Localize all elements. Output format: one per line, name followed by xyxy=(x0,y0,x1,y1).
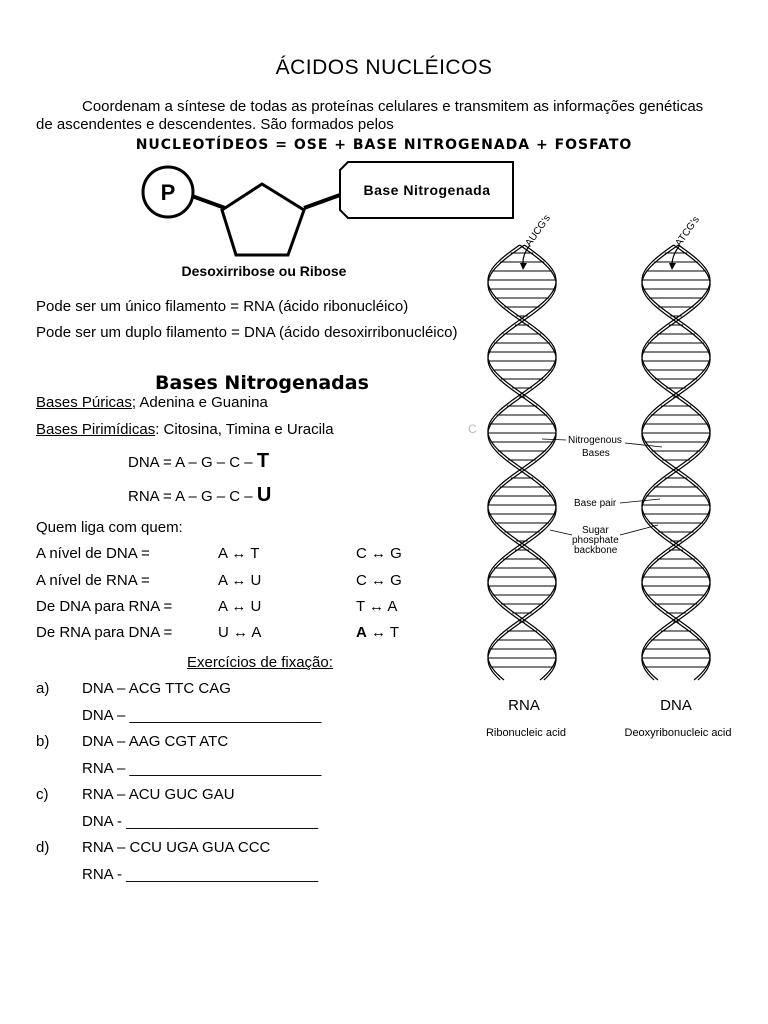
stray-mark: C xyxy=(468,422,477,436)
rna-bases-last: U xyxy=(256,484,272,506)
rna-caption: Ribonucleic acid xyxy=(486,727,566,739)
backbone-ribbon xyxy=(487,244,557,681)
rna-title: RNA xyxy=(508,697,540,714)
pair-row-second: T ↔ A xyxy=(356,598,398,615)
label-base-pair: Base pair xyxy=(574,498,617,509)
rna-bases-prefix: RNA = A – G – C – xyxy=(128,488,257,505)
exercise-given: RNA – CCU UGA GUA CCC xyxy=(82,839,271,856)
backbone-ribbon xyxy=(487,244,557,681)
double-strand-text: Pode ser um duplo filamento = DNA (ácido… xyxy=(36,324,458,341)
pair-row-second: C ↔ G xyxy=(356,545,402,562)
exercise-answer-line[interactable]: DNA – _______________________ xyxy=(82,707,322,724)
exercise-given: DNA – ACG TTC CAG xyxy=(82,680,231,697)
base-box xyxy=(339,161,514,219)
intro-line-2: de ascendentes e descendentes. São forma… xyxy=(36,116,394,133)
backbone-ribbon xyxy=(641,244,711,681)
pair-row-first: U ↔ A xyxy=(218,624,262,641)
pair-row-second: C ↔ G xyxy=(356,572,402,589)
exercise-given: DNA – AAG CGT ATC xyxy=(82,733,229,750)
exercises-heading: Exercícios de fixação: xyxy=(187,654,333,671)
pair-row-label: De DNA para RNA = xyxy=(36,598,173,615)
pair-row-label: A nível de RNA = xyxy=(36,572,150,589)
rna-bases-tag: AUCG's xyxy=(523,213,553,249)
sugar-pentagon xyxy=(220,182,306,257)
label-backbone: backbone xyxy=(574,545,618,556)
label-bases: Bases xyxy=(582,448,610,459)
intro-line-1: Coordenam a síntese de todas as proteína… xyxy=(82,98,704,115)
rna-bases-line: RNA = A – G – C – U xyxy=(128,484,271,507)
exercise-letter: a) xyxy=(36,680,50,697)
sugar-label: Desoxirribose ou Ribose xyxy=(182,263,347,279)
helix-illustration: AUCG's ATCG's Nitrogenous Bases Base pai… xyxy=(486,213,732,739)
page-title: ÁCIDOS NUCLÉICOS xyxy=(275,56,493,79)
pyrimidines-text: : Citosina, Timina e Uracila xyxy=(155,421,334,438)
dna-helix xyxy=(641,244,711,681)
pyrimidines-line: Bases Pirimídicas: Citosina, Timina e Ur… xyxy=(36,421,334,438)
pair-bold-base: A xyxy=(356,624,367,641)
dna-caption: Deoxyribonucleic acid xyxy=(625,727,732,739)
purines-line: Bases Púricas; Adenina e Guanina xyxy=(36,394,268,411)
dna-bases-line: DNA = A – G – C – T xyxy=(128,450,269,473)
exercise-answer-line[interactable]: RNA - _______________________ xyxy=(82,866,319,883)
purines-text: ; Adenina e Guanina xyxy=(131,394,268,411)
pyrimidines-label: Bases Pirimídicas xyxy=(36,421,156,438)
backbone-ribbon xyxy=(487,244,557,681)
nucleotide-diagram: P Base Nitrogenada Desoxirribose ou Ribo… xyxy=(141,161,514,279)
backbone-ribbon xyxy=(641,244,711,681)
base-label: Base Nitrogenada xyxy=(363,182,490,198)
single-strand-text: Pode ser um único filamento = RNA (ácido… xyxy=(36,298,409,315)
phosphate-circle xyxy=(141,165,195,219)
label-sugar: Sugar xyxy=(582,525,609,536)
exercise-letter: d) xyxy=(36,839,50,856)
nucleotide-formula: NUCLEOTÍDEOS = OSE + BASE NITROGENADA + … xyxy=(135,137,633,153)
backbone-ribbon xyxy=(641,244,711,681)
dna-bases-last: T xyxy=(256,450,270,472)
backbone-ribbon xyxy=(641,244,711,681)
bases-heading: Bases Nitrogenadas xyxy=(155,372,369,394)
rna-helix xyxy=(487,244,557,681)
dna-bases-tag: ATCG's xyxy=(673,215,701,249)
pairing-heading: Quem liga com quem: xyxy=(36,519,183,536)
pair-row-first: A ↔ T xyxy=(218,545,260,562)
exercise-answer-line[interactable]: DNA - _______________________ xyxy=(82,813,319,830)
backbone-ribbon xyxy=(487,244,557,681)
label-phosphate: phosphate xyxy=(572,535,619,546)
pair-rest: ↔ T xyxy=(366,624,400,641)
dna-bases-prefix: DNA = A – G – C – xyxy=(128,454,257,471)
pair-row-label: De RNA para DNA = xyxy=(36,624,173,641)
exercise-letter: b) xyxy=(36,733,50,750)
phosphate-label: P xyxy=(161,180,176,205)
pair-row-first: A ↔ U xyxy=(218,572,262,589)
pair-row-label: A nível de DNA = xyxy=(36,545,150,562)
exercise-given: RNA – ACU GUC GAU xyxy=(82,786,235,803)
pair-row-first: A ↔ U xyxy=(218,598,262,615)
purines-label: Bases Púricas xyxy=(36,394,132,411)
exercise-letter: c) xyxy=(36,786,49,803)
exercise-answer-line[interactable]: RNA – _______________________ xyxy=(82,760,322,777)
label-nitrogenous: Nitrogenous xyxy=(568,435,622,446)
pair-row-second: A ↔ T xyxy=(356,624,399,641)
dna-title: DNA xyxy=(660,697,692,714)
